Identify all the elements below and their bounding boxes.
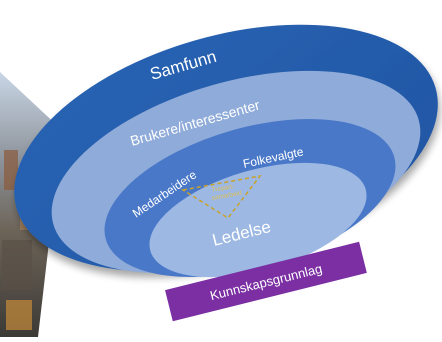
center-ledelse — [149, 162, 367, 278]
triangle-caption-line1: Trepart- — [211, 183, 235, 194]
base-bar-kunnskapsgrunnlag: Kunnskapsgrunnlag — [165, 241, 367, 322]
